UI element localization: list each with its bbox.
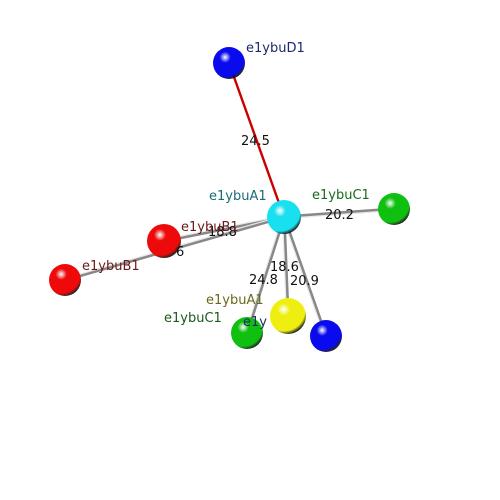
node-label: e1ybuC1 bbox=[312, 188, 370, 203]
atom-node bbox=[231, 317, 263, 349]
node-label: e1ybuA1 bbox=[206, 293, 264, 308]
node-label: e1ybuD1 bbox=[246, 41, 305, 56]
edge-distance-label: 24.5 bbox=[241, 134, 270, 149]
atom-node bbox=[267, 200, 301, 234]
nodes-layer bbox=[49, 47, 410, 352]
atom-node bbox=[270, 298, 306, 334]
edge-distance-label: 20.9 bbox=[290, 274, 319, 289]
edge-line bbox=[282, 215, 328, 338]
edge-highlight bbox=[281, 216, 326, 338]
node-label: e1ybuA1 bbox=[209, 189, 267, 204]
edge-highlight bbox=[163, 214, 285, 241]
atom-node bbox=[310, 320, 342, 352]
edge-distance-label: 20.2 bbox=[325, 208, 354, 223]
node-label: e1y bbox=[243, 315, 267, 330]
atom-node bbox=[147, 224, 181, 258]
edge-distance-label: 18.6 bbox=[270, 260, 299, 275]
atom-node bbox=[378, 193, 410, 225]
atom-node bbox=[213, 47, 245, 79]
node-label: e1ybuC1 bbox=[164, 311, 222, 326]
labels-layer: 24.5 20.2 18.8 6 18.624.8 20.9 e1ybuD1 e1ybuA1 e… bbox=[82, 41, 370, 330]
atom-node bbox=[49, 264, 81, 296]
edge-line bbox=[282, 207, 396, 219]
node-label: e1ybuB1 bbox=[82, 259, 140, 274]
node-label: e1ybuB1 bbox=[181, 220, 239, 235]
edge-distance-label: 18.8 bbox=[208, 225, 237, 240]
edge-line bbox=[227, 61, 286, 219]
edge-highlight bbox=[244, 215, 284, 334]
edge-distance-label: 6 bbox=[176, 245, 184, 260]
edge-line bbox=[245, 215, 286, 335]
edge-highlight bbox=[283, 209, 395, 220]
edge-distance-label: 24.8 bbox=[249, 273, 278, 288]
